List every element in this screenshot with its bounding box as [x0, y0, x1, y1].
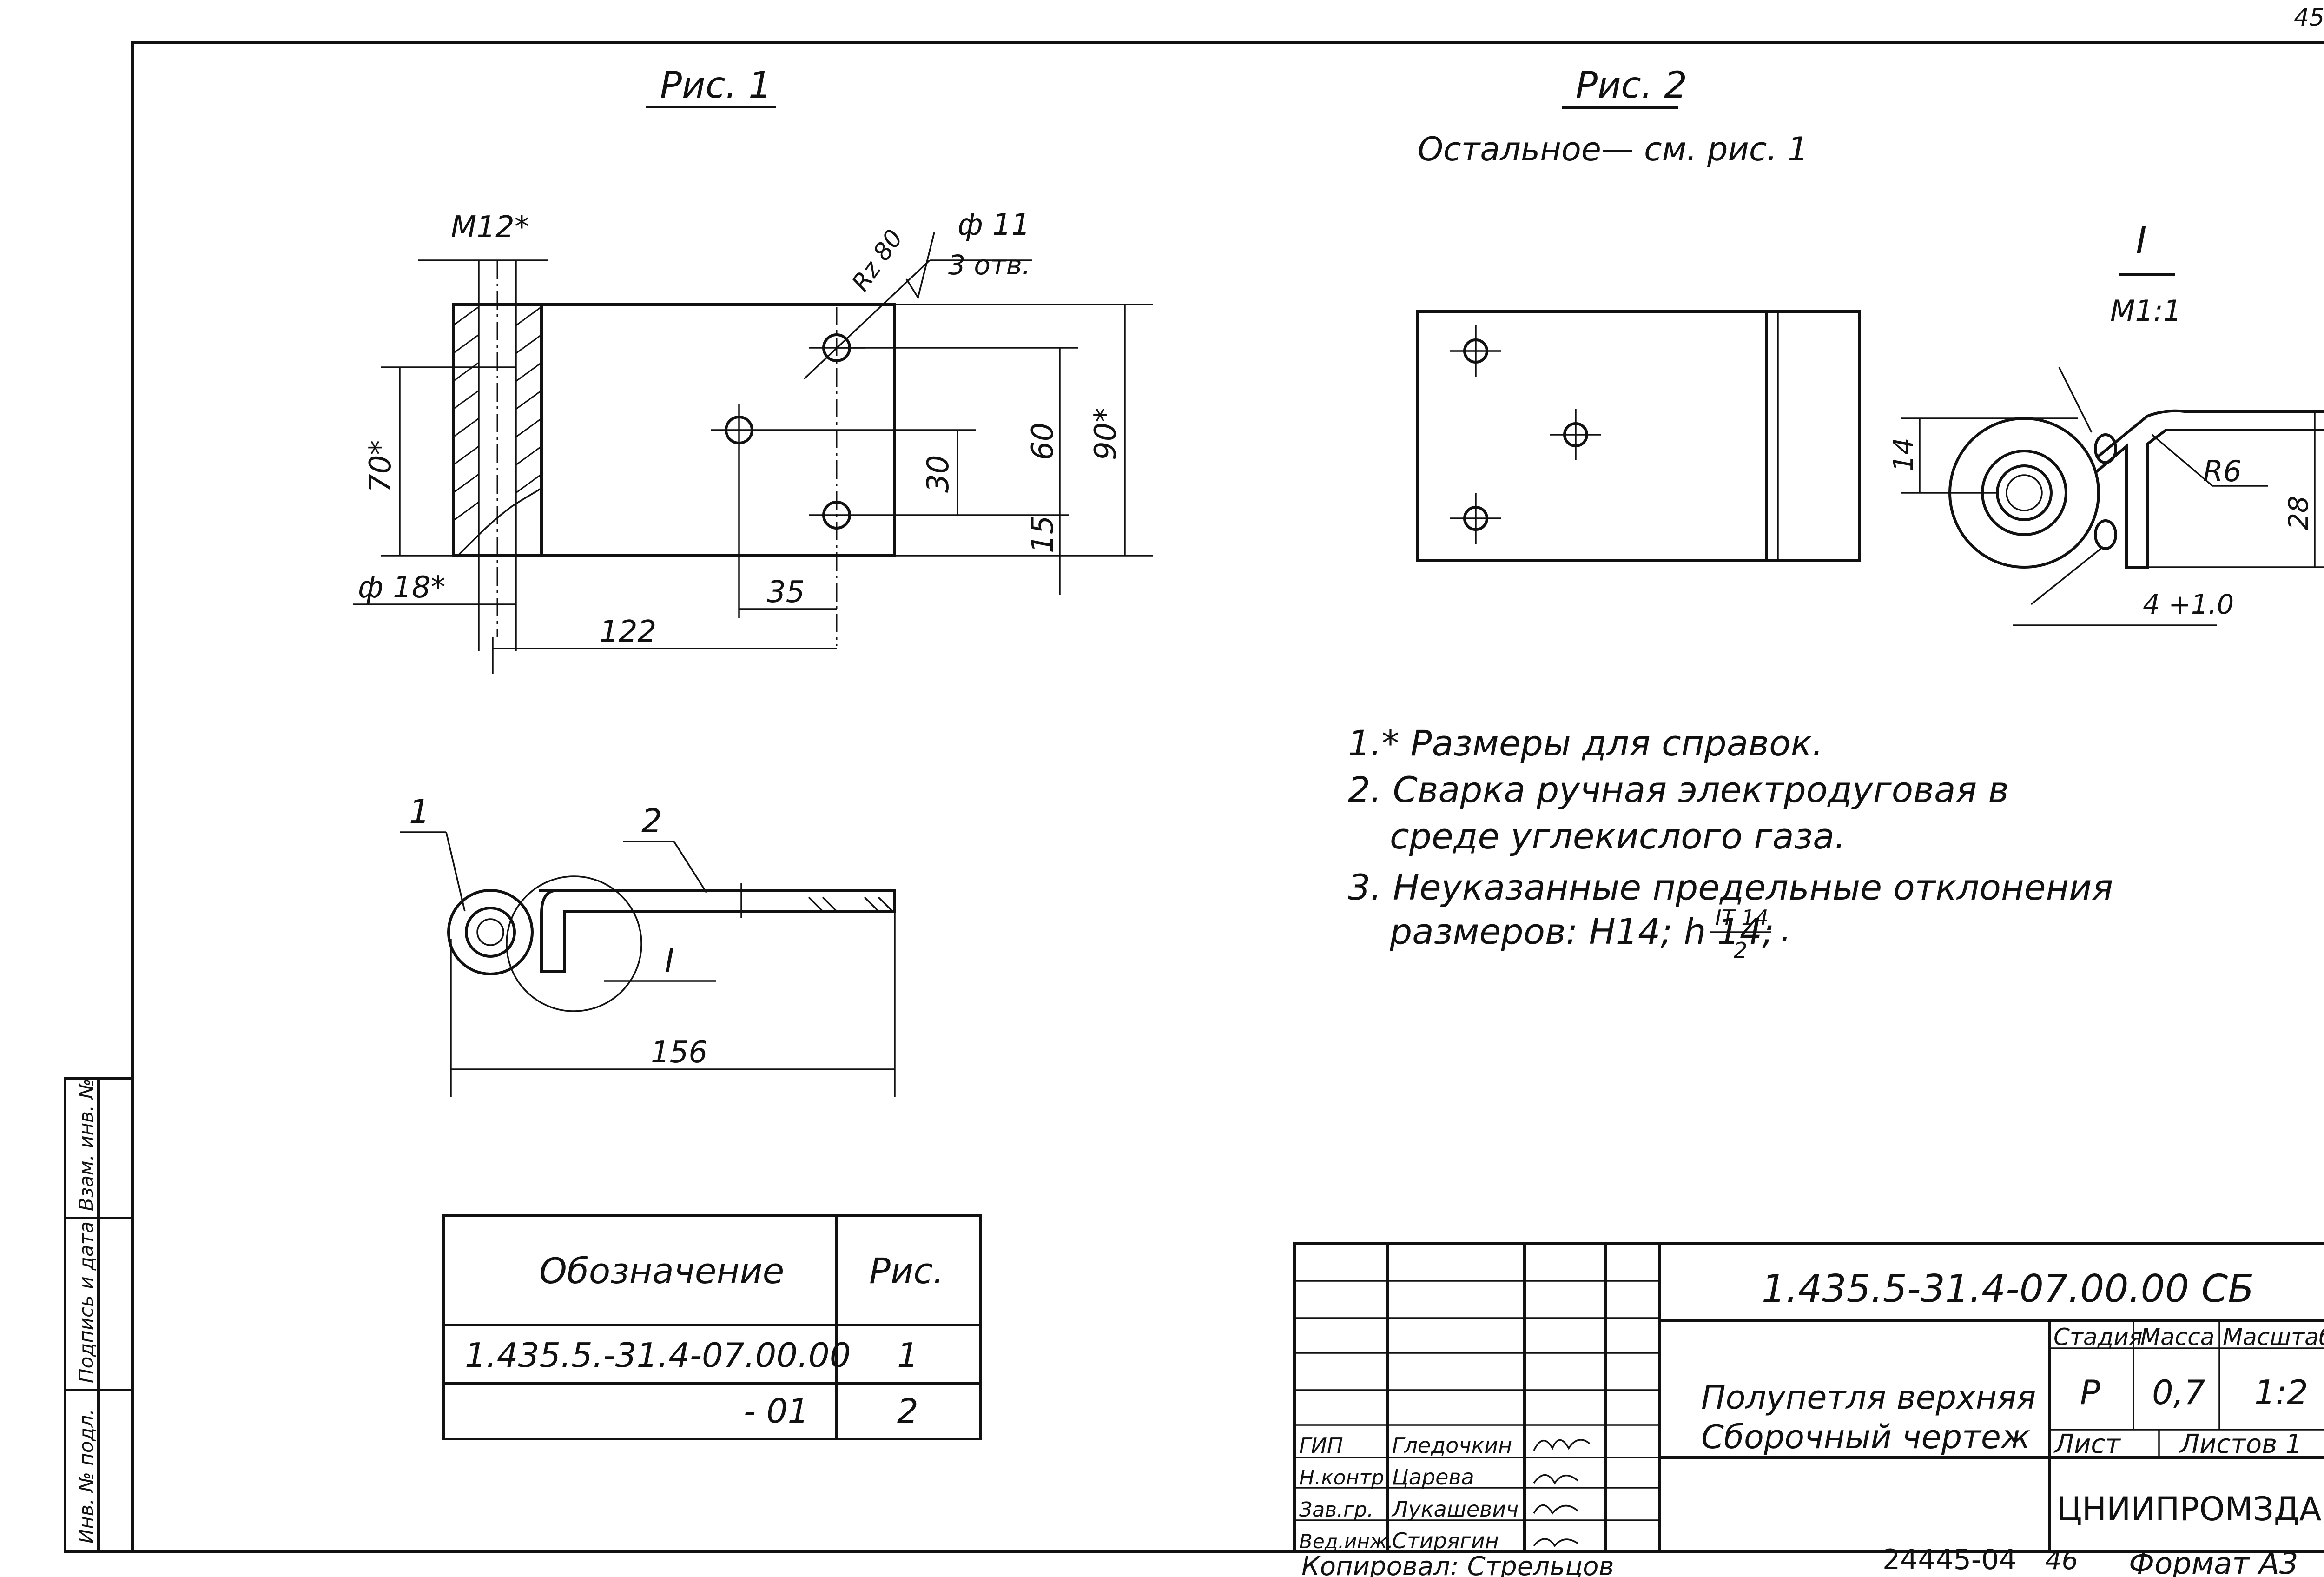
dim-90: 90*: [1089, 408, 1123, 460]
mass-value: 0,7: [2152, 1373, 2205, 1412]
name-3: Лукашевич: [1391, 1497, 1519, 1522]
side-stamp: Инв. № подл. Подпись и дата Взам. инв. №: [64, 1077, 134, 1553]
roughness-mark: Rz 80: [846, 225, 908, 296]
role-2: Н.контр.: [1299, 1466, 1391, 1490]
sheets-label: Листов 1: [2179, 1429, 2302, 1459]
dim-30: 30: [921, 455, 956, 493]
dim-15: 15: [1026, 516, 1060, 553]
drawing-code: 1.435.5-31.4-07.00.00 СБ: [1762, 1267, 2254, 1311]
fig1-dimensions: М12* 70* ф 18* 122 35 30: [353, 208, 1153, 674]
stamp-inv-label: Инв. № подл.: [75, 1409, 98, 1544]
stamp-sign-label: Подпись и дата: [75, 1221, 98, 1383]
name-4: Стирягин: [1392, 1528, 1499, 1553]
section-hatching: [453, 306, 542, 522]
archive-number: 24445-04: [1882, 1544, 2017, 1576]
callout-pos1: 1: [409, 793, 430, 831]
fig2-subtitle: Остальное— см. рис. 1: [1418, 130, 1808, 168]
fig2-pin: [1765, 310, 1861, 562]
fig1: Рис. 1: [353, 65, 1153, 1097]
role-1: ГИП: [1299, 1433, 1343, 1458]
note-fraction-end: .: [1780, 908, 1791, 950]
stage-value: Р: [2080, 1373, 2100, 1412]
stamp-replace-label: Взам. инв. №: [75, 1079, 98, 1211]
callout-pos2: 2: [641, 802, 662, 840]
dim-pin-dia: ф 18*: [358, 570, 446, 605]
scale-value: 1:2: [2254, 1373, 2308, 1412]
role-3: Зав.гр.: [1299, 1498, 1373, 1522]
dim-4: 4 +1.0: [2143, 589, 2234, 620]
format-label: Формат А3: [2129, 1547, 2298, 1577]
part-name: Полупетля верхняя: [1701, 1378, 2036, 1417]
dim-hole-dia: ф 11: [957, 208, 1030, 242]
table-row2-fig: 2: [897, 1391, 918, 1431]
name-1: Гледочкин: [1392, 1433, 1512, 1458]
name-2: Царева: [1392, 1464, 1474, 1490]
note-fraction-den: 2: [1734, 938, 1747, 963]
dim-122: 122: [600, 615, 656, 649]
fig1-title: Рис. 1: [660, 65, 772, 106]
mass-label: Масса: [2140, 1324, 2214, 1351]
detail-view: 14 R6 28 4 +1.0: [1888, 367, 2324, 626]
copyist: Копировал: Стрельцов: [1301, 1551, 1614, 1577]
organization: ЦНИИПРОМЗДАНИЙ: [2057, 1490, 2324, 1528]
dim-hole-count: 3 отв.: [948, 249, 1030, 281]
note-fraction-num: IT 14: [1715, 905, 1769, 930]
dim-height: 70*: [363, 440, 398, 493]
table-row1-designation: 1.435.5.-31.4-07.00.00: [465, 1336, 851, 1375]
note-1: 1.* Размеры для справок.: [1348, 722, 1823, 764]
scale-label: Масштаб: [2223, 1324, 2324, 1351]
fig2: Рис. 2 Остальное— см. рис. 1 I М1:1: [1416, 65, 2324, 626]
signatures: [1533, 1439, 1591, 1547]
note-3-cont: размеров: Н14; h 14;: [1389, 911, 1774, 952]
page-number: 45: [2294, 4, 2324, 32]
drawing-type: Сборочный чертеж: [1701, 1418, 2030, 1456]
table-header-fig: Рис.: [869, 1250, 944, 1292]
note-2-cont: среде углекислого газа.: [1390, 815, 1846, 857]
dim-156: 156: [651, 1035, 707, 1070]
table-row2-designation: - 01: [744, 1391, 809, 1431]
dim-14: 14: [1888, 437, 1919, 472]
drawing-frame: [131, 41, 2324, 1553]
dim-28: 28: [2283, 496, 2314, 530]
dim-r6: R6: [2203, 454, 2242, 488]
detail-scale: М1:1: [2110, 294, 2181, 328]
note-3: 3. Неуказанные предельные отклонения: [1348, 867, 2113, 908]
fig2-plate: [1416, 310, 1768, 562]
title-block: 1.435.5-31.4-07.00.00 СБ Полупетля верхн…: [1293, 1242, 2324, 1553]
detail-title: I: [2136, 219, 2147, 262]
stage-label: Стадия: [2053, 1324, 2143, 1351]
role-4: Вед.инж.: [1299, 1530, 1393, 1553]
archive-sheet: 46: [2045, 1545, 2078, 1576]
table-row1-fig: 1: [897, 1336, 918, 1375]
dim-60: 60: [1026, 423, 1060, 460]
table-header-designation: Обозначение: [539, 1250, 784, 1292]
dim-35: 35: [767, 575, 805, 610]
fig1-plan-view: 1 2 I 156: [400, 793, 896, 1097]
dim-thread: М12*: [451, 210, 529, 245]
callout-detail: I: [665, 941, 674, 980]
designation-table: Обозначение Рис. 1.435.5.-31.4-07.00.00 …: [442, 1214, 982, 1440]
sheet-label: Лист: [2053, 1429, 2121, 1459]
fig2-title: Рис. 2: [1576, 65, 1687, 106]
note-2: 2. Сварка ручная электродуговая в: [1348, 769, 2009, 810]
mounting-holes: [711, 307, 1069, 646]
technical-notes: 1.* Размеры для справок. 2. Сварка ручна…: [1348, 722, 2113, 963]
